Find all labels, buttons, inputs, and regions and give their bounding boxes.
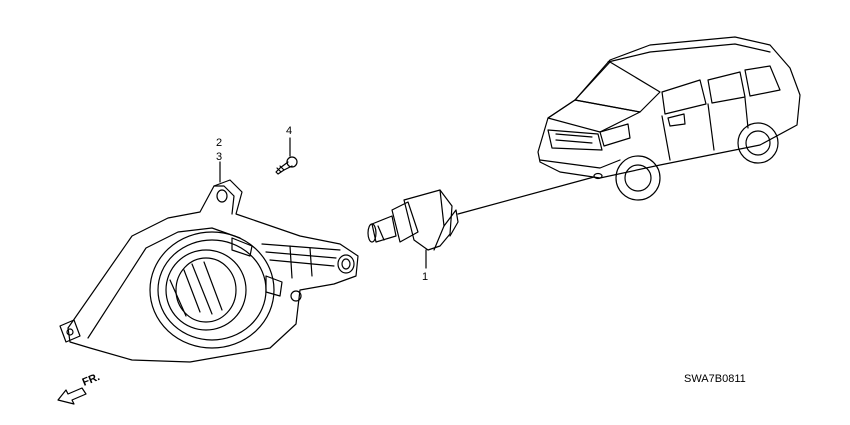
front-direction-label: FR. xyxy=(81,371,102,389)
callout-1: 1 xyxy=(422,271,428,283)
callout-3: 3 xyxy=(216,151,222,163)
lens-bezel xyxy=(149,231,275,349)
mount-hole-right xyxy=(337,254,355,274)
front-direction-arrow xyxy=(57,387,87,405)
fog-light-bulb xyxy=(367,189,459,251)
leader-line-car xyxy=(457,176,595,215)
callout-2: 2 xyxy=(216,137,222,149)
lens xyxy=(165,249,247,331)
screw xyxy=(275,156,298,175)
callout-4: 4 xyxy=(286,125,292,137)
vehicle-illustration xyxy=(537,36,801,201)
fog-light-housing xyxy=(59,179,359,363)
mount-hole-top xyxy=(216,189,228,203)
reference-code: SWA7B0811 xyxy=(684,373,746,385)
